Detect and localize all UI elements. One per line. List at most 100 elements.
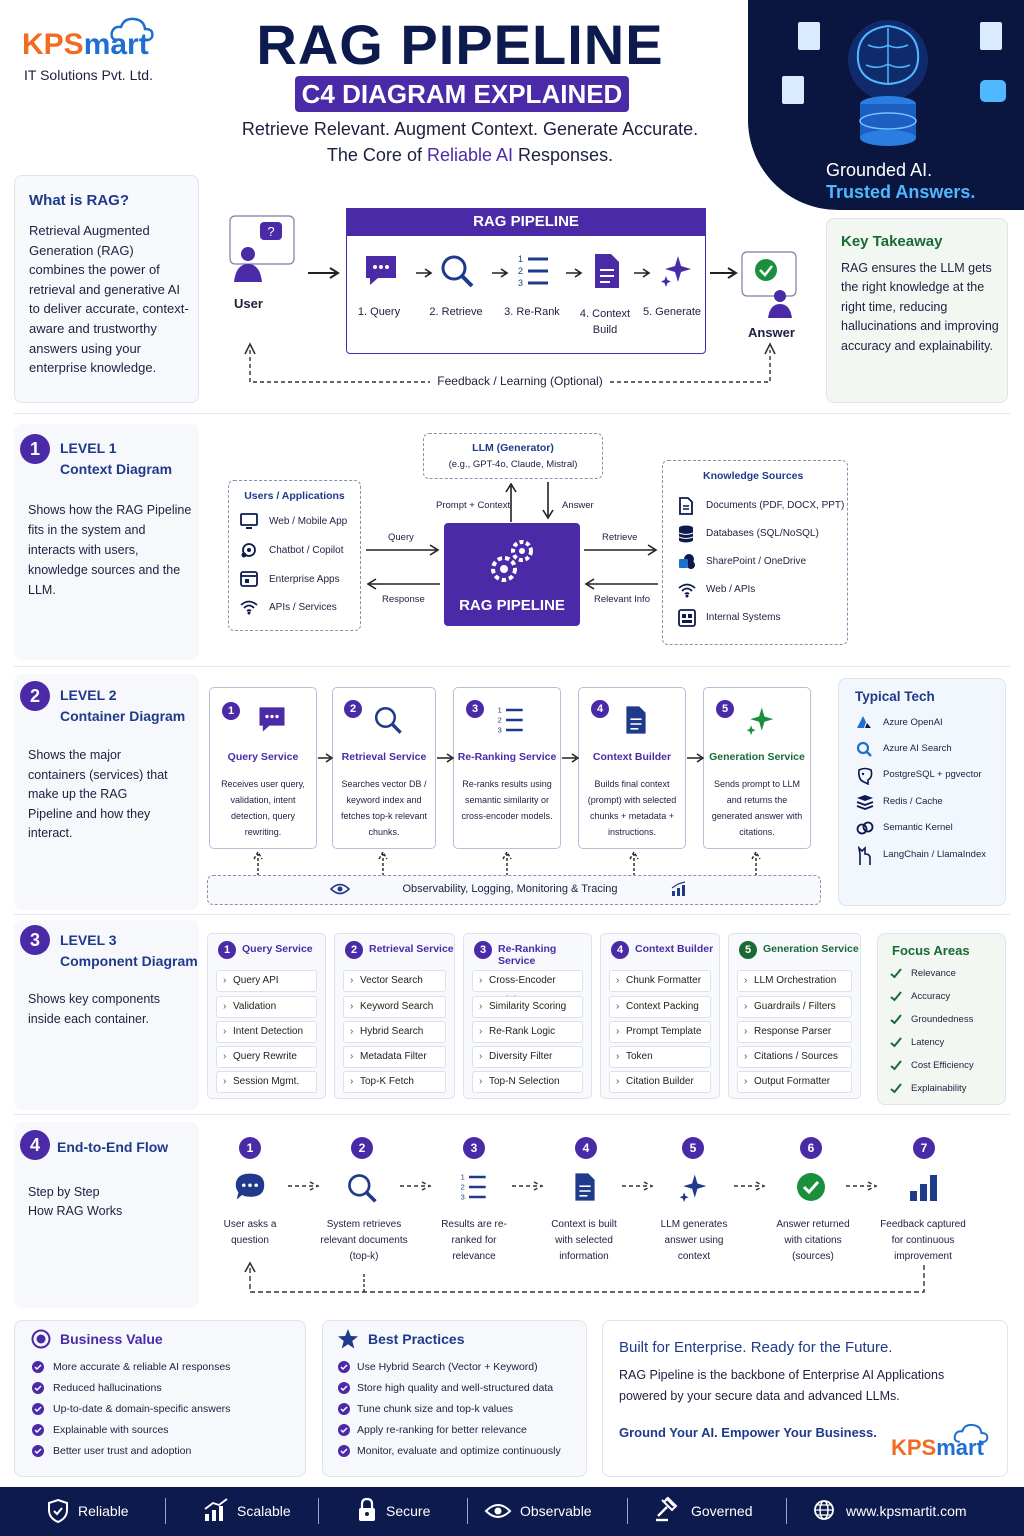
container-name-2: Retrieval Service bbox=[341, 751, 427, 763]
enterprise-cloud-icon bbox=[953, 1423, 989, 1443]
component-name-1: Query Service bbox=[242, 943, 313, 955]
container-num-1: 1 bbox=[222, 702, 240, 720]
what-is-rag-title: What is RAG? bbox=[29, 192, 129, 209]
flow-check-icon bbox=[797, 1173, 825, 1201]
level1-title-2: Context Diagram bbox=[60, 461, 173, 477]
scalable-chart-icon bbox=[204, 1498, 228, 1521]
svg-text:1: 1 bbox=[461, 1173, 465, 1182]
globe-icon bbox=[814, 1500, 834, 1520]
magnifier-icon bbox=[441, 255, 474, 288]
component-name-2: Retrieval Service bbox=[369, 943, 454, 955]
component-1-item-4: Session Mgmt. bbox=[216, 1071, 317, 1093]
overview-step-4: 4. Context Build bbox=[579, 308, 631, 336]
svg-text:1: 1 bbox=[518, 254, 523, 264]
business-item-2: Up-to-date & domain-specific answers bbox=[53, 1403, 231, 1415]
source-item-3: Web / APIs bbox=[706, 584, 756, 595]
llm-box: LLM (Generator) (e.g., GPT-4o, Claude, M… bbox=[423, 433, 603, 479]
container-name-3: Re-Ranking Service bbox=[457, 751, 557, 763]
component-4-item-2: Prompt Template bbox=[609, 1021, 711, 1043]
overview-step-2: 2. Retrieve bbox=[429, 306, 483, 318]
source-item-1: Databases (SQL/NoSQL) bbox=[706, 528, 819, 539]
focus-item-4: Cost Efficiency bbox=[911, 1060, 974, 1071]
svg-text:2: 2 bbox=[461, 1183, 465, 1192]
practice-item-1: Store high quality and well-structured d… bbox=[357, 1382, 554, 1394]
observability-label: Observability, Logging, Monitoring & Tra… bbox=[402, 883, 618, 895]
sparkle-icon bbox=[661, 256, 691, 287]
flow-step-7: Feedback captured for continuous improve… bbox=[880, 1219, 966, 1262]
focus-item-1: Accuracy bbox=[911, 991, 951, 1002]
component-3-item-4: Top-N Selection bbox=[472, 1071, 583, 1093]
what-is-rag-body: Retrieval Augmented Generation (RAG) com… bbox=[29, 223, 189, 376]
tagline-2a: The Core of bbox=[326, 145, 427, 165]
component-5-item-1: Guardrails / Filters bbox=[737, 996, 852, 1018]
arrow-pipeline-answer bbox=[710, 267, 738, 279]
component-4-item-4: Citation Builder bbox=[609, 1071, 711, 1093]
component-num-1: 1 bbox=[218, 941, 236, 959]
component-group-2: 2 Retrieval Service Vector Search Keywor… bbox=[334, 933, 455, 1099]
container-num-4: 4 bbox=[591, 700, 609, 718]
focus-check-icons bbox=[890, 968, 902, 1094]
flow-step-6: Answer returned with citations (sources) bbox=[776, 1219, 850, 1262]
level4-desc-2: How RAG Works bbox=[28, 1204, 123, 1218]
redis-icon bbox=[856, 795, 874, 810]
enterprise-card: Built for Enterprise. Ready for the Futu… bbox=[602, 1320, 1008, 1477]
svg-text:2: 2 bbox=[498, 716, 502, 725]
rag-center-box: RAG PIPELINE bbox=[444, 523, 580, 626]
flow-step-3: Results are re-ranked for relevance bbox=[441, 1219, 507, 1262]
flow-feedback-loop bbox=[244, 1261, 925, 1293]
component-1-item-2: Intent Detection bbox=[216, 1021, 317, 1043]
page-title: RAG PIPELINE bbox=[256, 13, 664, 76]
footer-observable: Observable bbox=[520, 1503, 592, 1519]
doc-source-icon bbox=[679, 497, 693, 515]
component-3-item-0: Cross-Encoder Model bbox=[472, 970, 583, 1006]
document-icon bbox=[595, 254, 619, 288]
context-builder-doc-icon bbox=[626, 706, 646, 734]
tagline-2: The Core of Reliable AI Responses. bbox=[200, 145, 740, 166]
key-takeaway-title: Key Takeaway bbox=[841, 233, 943, 250]
enterprise-cta: Ground Your AI. Empower Your Business. bbox=[619, 1425, 877, 1440]
flow-document-icon bbox=[575, 1173, 595, 1201]
typical-tech-title: Typical Tech bbox=[855, 689, 935, 704]
level3-title-1: LEVEL 3 bbox=[60, 932, 117, 948]
web-api-icon bbox=[678, 583, 696, 598]
footer-website[interactable]: www.kpsmartit.com bbox=[846, 1503, 967, 1519]
reranking-list-icon: 123 bbox=[498, 706, 523, 735]
flow-step-5: LLM generates answer using context bbox=[660, 1219, 728, 1262]
tagline-2b: Reliable AI bbox=[426, 145, 514, 165]
component-4-item-0: Chunk Formatter bbox=[609, 970, 711, 992]
star-icon bbox=[338, 1329, 358, 1349]
flow-num-4: 4 bbox=[575, 1137, 597, 1159]
component-2-item-1: Keyword Search bbox=[343, 996, 446, 1018]
component-name-3: Re-Ranking Service bbox=[498, 943, 557, 967]
flow-chat-icon bbox=[235, 1173, 265, 1200]
practice-check-icons bbox=[338, 1361, 350, 1457]
sources-arrows bbox=[584, 544, 658, 590]
retrieval-service-magnifier-icon bbox=[374, 706, 402, 734]
logo-mart: mart bbox=[83, 28, 149, 61]
flow-num-6: 6 bbox=[800, 1137, 822, 1159]
llm-sub: (e.g., GPT-4o, Claude, Mistral) bbox=[448, 459, 578, 470]
generation-sparkle-icon bbox=[746, 707, 774, 736]
container-num-2: 2 bbox=[344, 700, 362, 718]
sharepoint-icon bbox=[679, 554, 695, 569]
svg-text:1: 1 bbox=[498, 706, 502, 715]
query-label: Query bbox=[388, 532, 414, 543]
svg-text:?: ? bbox=[267, 224, 274, 239]
component-3-item-2: Re-Rank Logic bbox=[472, 1021, 583, 1043]
component-2-item-2: Hybrid Search bbox=[343, 1021, 446, 1043]
observable-eye-icon bbox=[484, 1504, 512, 1518]
practice-item-2: Tune chunk size and top-k values bbox=[357, 1403, 514, 1415]
users-apps-title: Users / Applications bbox=[244, 490, 345, 502]
flow-magnifier-icon bbox=[348, 1174, 377, 1203]
business-check-icons bbox=[32, 1361, 44, 1457]
overview-step-3: 3. Re-Rank bbox=[504, 306, 560, 318]
flow-num-3: 3 bbox=[463, 1137, 485, 1159]
footer-secure: Secure bbox=[386, 1503, 431, 1519]
business-value-card: Business Value More accurate & reliable … bbox=[14, 1320, 306, 1477]
level2-number: 2 bbox=[20, 681, 50, 711]
best-practices-title: Best Practices bbox=[368, 1331, 465, 1347]
divider-1 bbox=[14, 413, 1010, 414]
practice-item-3: Apply re-ranking for better relevance bbox=[357, 1424, 527, 1436]
hero-panel: Grounded AI. Trusted Answers. bbox=[748, 0, 1024, 210]
component-4-item-3: Token Optimization bbox=[609, 1046, 711, 1082]
